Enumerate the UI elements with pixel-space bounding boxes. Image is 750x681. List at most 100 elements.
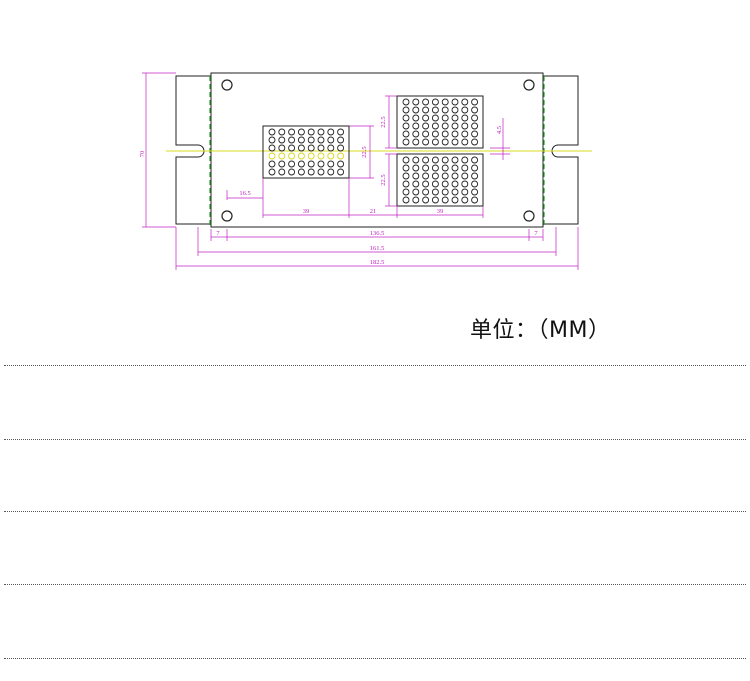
grid-hole: [431, 188, 439, 196]
grid-hole: [451, 188, 459, 196]
grid-hole: [402, 138, 410, 146]
grid-hole: [422, 130, 430, 138]
grid-hole: [471, 114, 479, 122]
grid-hole: [461, 106, 469, 114]
divider-line: [4, 584, 746, 585]
grid-hole: [461, 130, 469, 138]
grid-hole: [402, 130, 410, 138]
grid-hole: [451, 180, 459, 188]
grid-hole: [297, 152, 305, 160]
grid-hole: [337, 152, 345, 160]
divider-line: [4, 439, 746, 440]
grid-hole: [441, 156, 449, 164]
grid-hole: [431, 156, 439, 164]
mounting-hole-tr: [523, 79, 535, 91]
grid-hole: [268, 160, 276, 168]
grid-hole: [297, 160, 305, 168]
grid-hole: [471, 172, 479, 180]
grid-hole: [431, 122, 439, 130]
grid-hole: [412, 188, 420, 196]
grid-hole: [327, 160, 335, 168]
mounting-hole-br: [523, 210, 535, 222]
grid-hole: [278, 128, 286, 136]
grid-hole: [471, 106, 479, 114]
grid-hole: [461, 164, 469, 172]
grid-hole: [412, 180, 420, 188]
dim-grid-left-height: 22.5: [361, 146, 368, 157]
grid-hole: [288, 152, 296, 160]
dim-mid-span: 161.5: [370, 245, 385, 252]
grid-hole: [441, 164, 449, 172]
grid-right-top-holes: [402, 98, 479, 146]
grid-hole: [327, 144, 335, 152]
grid-hole: [471, 164, 479, 172]
grid-hole: [288, 144, 296, 152]
grid-hole: [307, 152, 315, 160]
grid-hole: [402, 180, 410, 188]
grid-hole: [278, 168, 286, 176]
grid-hole: [278, 136, 286, 144]
dim-grid-gap: 21: [370, 208, 377, 215]
grid-hole: [431, 172, 439, 180]
dim-height-total: 70: [139, 151, 146, 158]
grid-hole: [307, 160, 315, 168]
grid-hole: [471, 98, 479, 106]
grid-hole: [317, 168, 325, 176]
grid-hole: [451, 114, 459, 122]
grid-hole: [441, 98, 449, 106]
grid-hole: [268, 136, 276, 144]
grid-hole: [412, 196, 420, 204]
grid-hole: [441, 138, 449, 146]
grid-hole: [451, 106, 459, 114]
grid-hole: [461, 122, 469, 130]
grid-right-bottom-holes: [402, 156, 479, 204]
grid-hole: [422, 196, 430, 204]
grid-hole: [402, 98, 410, 106]
dim-grid-right-width: 39: [437, 208, 444, 215]
grid-hole: [337, 136, 345, 144]
grid-hole: [422, 122, 430, 130]
mounting-hole-tl: [221, 79, 233, 91]
grid-hole: [461, 196, 469, 204]
dim-overall-span: 182.5: [370, 259, 385, 266]
grid-hole: [471, 122, 479, 130]
grid-right-bottom-window: [396, 153, 484, 207]
grid-hole: [307, 136, 315, 144]
grid-hole: [471, 188, 479, 196]
grid-hole: [451, 138, 459, 146]
grid-hole: [471, 138, 479, 146]
mounting-holes: [221, 79, 535, 222]
grid-hole: [288, 128, 296, 136]
grid-hole: [422, 164, 430, 172]
grid-hole: [441, 188, 449, 196]
grid-hole: [461, 138, 469, 146]
grid-hole: [441, 106, 449, 114]
grid-hole: [412, 106, 420, 114]
grid-hole: [337, 168, 345, 176]
grid-hole: [268, 168, 276, 176]
grid-hole: [327, 168, 335, 176]
grid-hole: [451, 156, 459, 164]
divider-line: [4, 658, 746, 659]
grid-hole: [288, 136, 296, 144]
grid-hole: [412, 98, 420, 106]
grid-hole: [327, 128, 335, 136]
grid-hole: [461, 180, 469, 188]
grid-hole: [441, 130, 449, 138]
grid-hole: [431, 138, 439, 146]
dim-edge-left: 7: [216, 230, 220, 237]
grid-hole: [471, 130, 479, 138]
dim-slot-gap: 4.5: [496, 126, 503, 134]
plate-outline: [175, 72, 579, 228]
grid-hole: [471, 156, 479, 164]
grid-hole: [402, 188, 410, 196]
grid-hole: [422, 156, 430, 164]
grid-hole: [431, 164, 439, 172]
grid-hole: [402, 172, 410, 180]
grid-left-window: [262, 125, 350, 179]
grid-hole: [337, 144, 345, 152]
grid-hole: [441, 196, 449, 204]
grid-hole: [307, 128, 315, 136]
mechanical-drawing: 70 16.5 22.5 22.5 22.5 4.5 39 21 39 7 13…: [139, 72, 592, 270]
grid-hole: [431, 196, 439, 204]
